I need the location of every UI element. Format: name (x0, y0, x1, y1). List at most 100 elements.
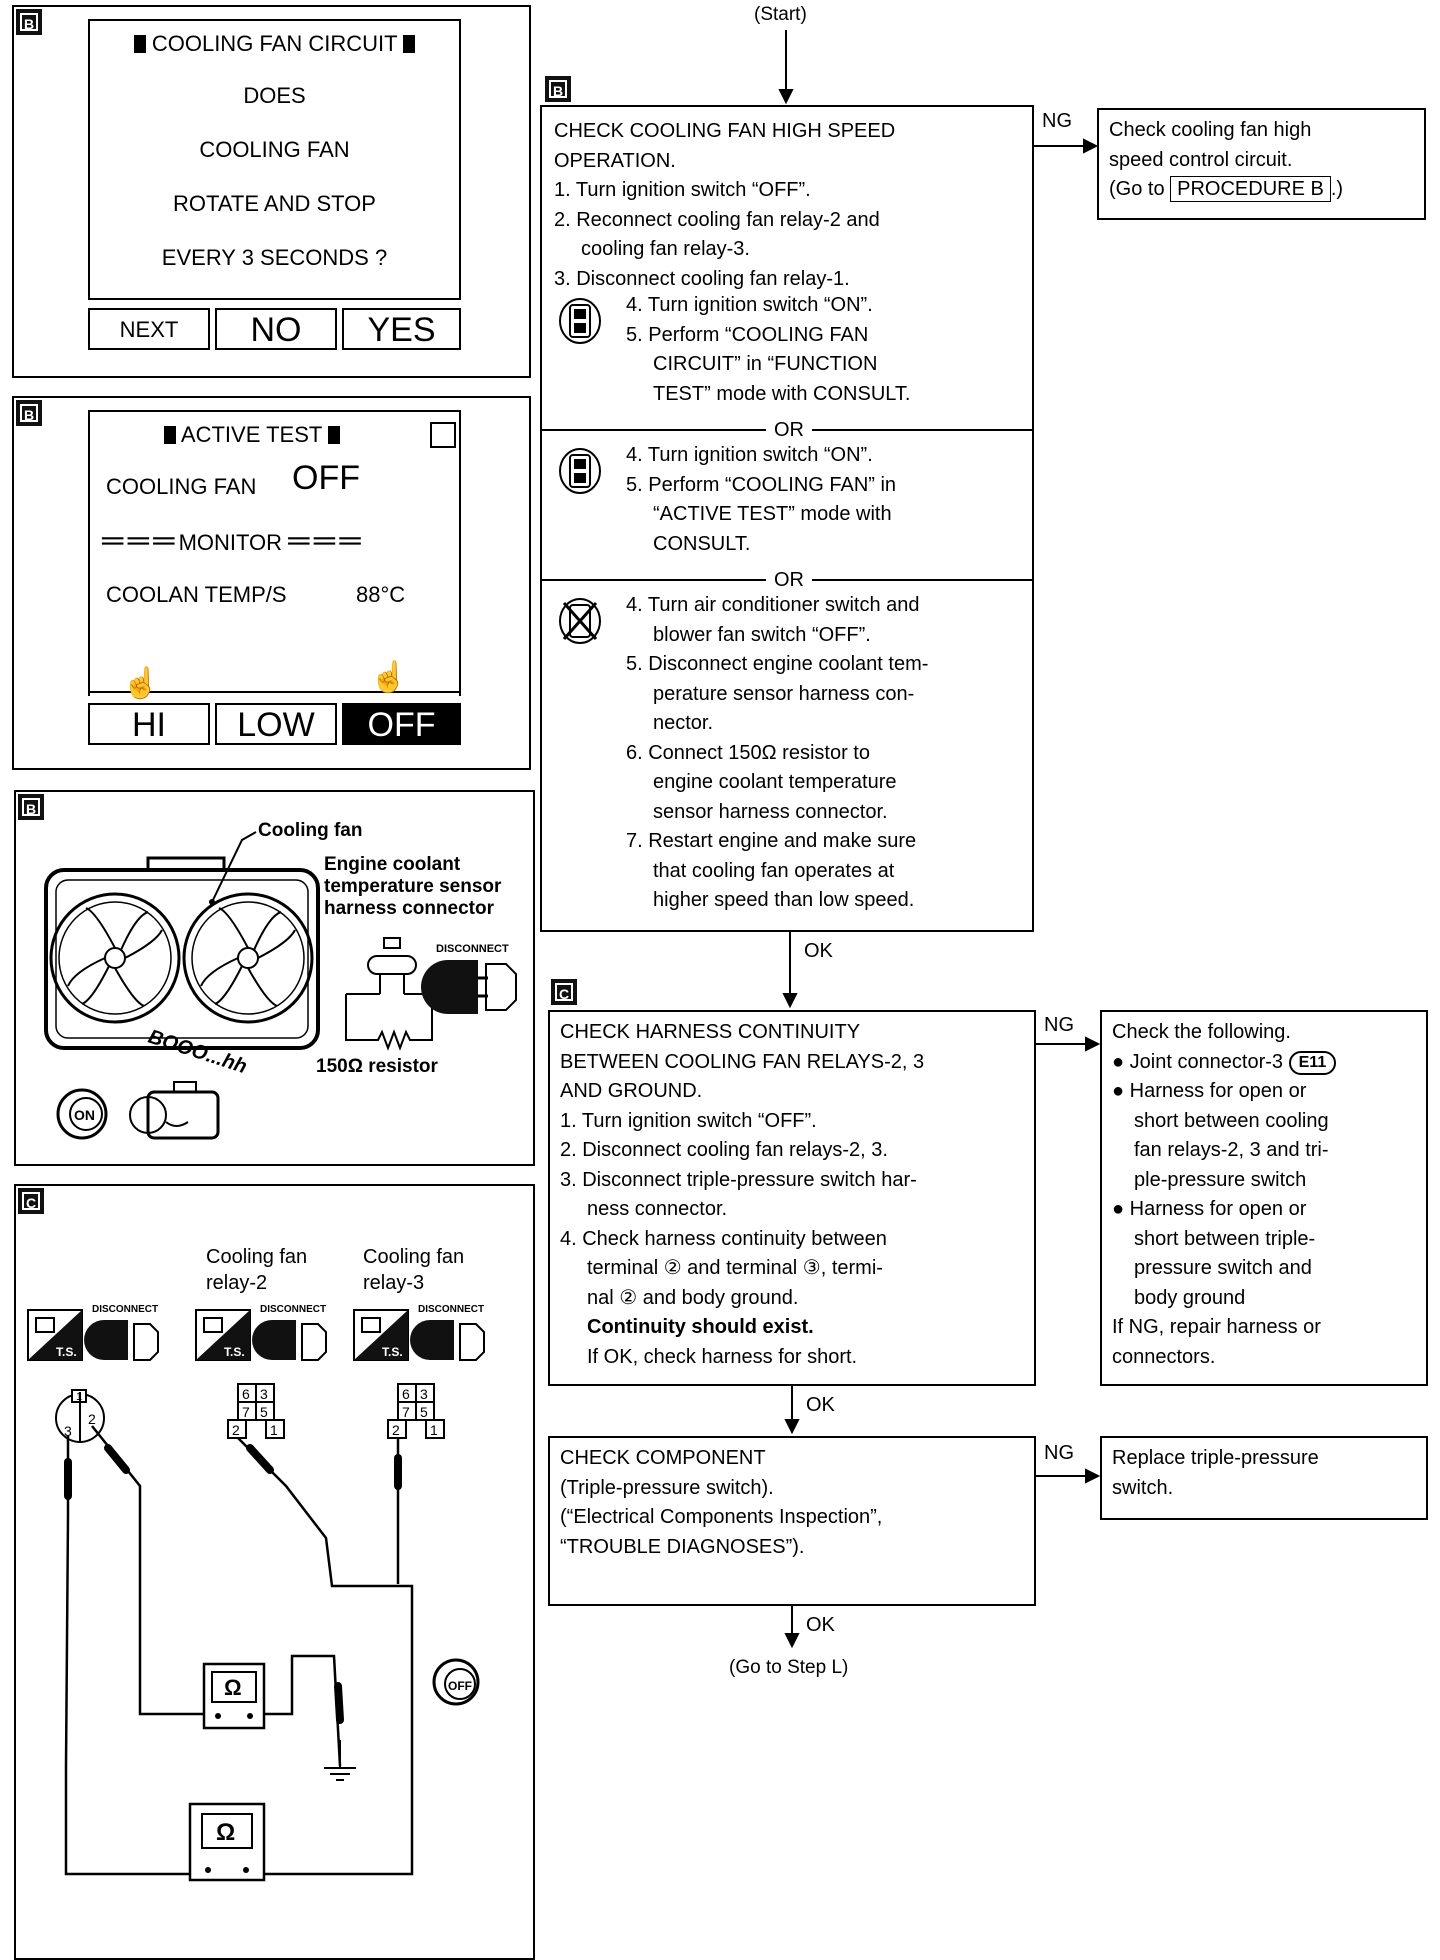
svg-text:3: 3 (64, 1423, 72, 1439)
option1-text: CIRCUIT” in “FUNCTION (653, 353, 878, 375)
active-test-title: ACTIVE TEST (164, 420, 341, 450)
svg-text:3: 3 (260, 1386, 268, 1402)
ok-label: OK (804, 940, 833, 962)
ok-label: OK (806, 1394, 835, 1416)
procedure-b-link[interactable]: PROCEDURE B (1170, 176, 1331, 202)
relay3-connector: 6 3 7 5 2 1 (387, 1383, 445, 1439)
step-c-tag: C (18, 1188, 44, 1214)
step-b-text: 2. Reconnect cooling fan relay-2 and (554, 208, 880, 231)
step-b-text: 3. Disconnect cooling fan relay-1. (554, 267, 850, 290)
ng-component-text: Replace triple-pressure (1112, 1447, 1319, 1469)
step-c-text: terminal ② and terminal ③, termi- (587, 1257, 883, 1279)
option3-text: 6. Connect 150Ω resistor to (626, 741, 870, 764)
consult-active-test-panel: B ACTIVE TEST COOLING FAN OFF ═ ═ ═ MONI… (12, 396, 531, 770)
svg-text:6: 6 (242, 1386, 250, 1402)
step-c-bold-text: Continuity should exist. (587, 1316, 814, 1338)
step-c-heading: AND GROUND. (560, 1080, 703, 1102)
off-button[interactable]: OFF (342, 703, 461, 745)
ts-disconnect-icon-set: T.S. DISCONNECT (353, 1304, 485, 1361)
ng-b-text: Check cooling fan high (1109, 119, 1312, 141)
step-b-box: CHECK COOLING FAN HIGH SPEED OPERATION. … (540, 105, 1034, 932)
resistor-label: 150Ω resistor (316, 1056, 438, 1077)
svg-text:6: 6 (402, 1386, 410, 1402)
ng-b-text: speed control circuit. (1109, 148, 1293, 171)
svg-text:Ω: Ω (216, 1819, 235, 1846)
or-label: OR (766, 416, 812, 446)
resistor-icon (345, 993, 433, 1051)
option2-text: “ACTIVE TEST” mode with (653, 503, 892, 525)
ignition-on-icon: ON (56, 1088, 108, 1140)
option1-text: TEST” mode with CONSULT. (653, 382, 911, 405)
step-b-tag: B (18, 794, 44, 820)
step-b-text: cooling fan relay-3. (581, 238, 750, 260)
temp-label: COOLAN TEMP/S (106, 582, 287, 607)
step-c-box: CHECK HARNESS CONTINUITY BETWEEN COOLING… (548, 1010, 1036, 1386)
svg-text:2: 2 (392, 1422, 400, 1438)
svg-text:2: 2 (88, 1411, 96, 1427)
end-label: (Go to Step L) (729, 1657, 849, 1678)
step-c-tag: C (551, 979, 577, 1005)
option3-text: sensor harness connector. (653, 800, 888, 823)
svg-text:3: 3 (420, 1386, 428, 1402)
step-b-tag: B (16, 400, 42, 426)
fan-value: OFF (292, 459, 360, 497)
active-test-screen: ACTIVE TEST COOLING FAN OFF ═ ═ ═ MONITO… (88, 410, 461, 696)
next-button[interactable]: NEXT (88, 308, 210, 350)
ng-c-text: If NG, repair harness or (1112, 1316, 1321, 1338)
option3-text: 7. Restart engine and make sure (626, 830, 917, 852)
component-text: “TROUBLE DIAGNOSES”). (560, 1535, 805, 1558)
screen-line: COOLING FAN (199, 137, 350, 162)
svg-text:OFF: OFF (448, 1679, 472, 1693)
ng-label: NG (1044, 1014, 1074, 1036)
ng-c-text: pressure switch and (1134, 1257, 1312, 1279)
screen-line: DOES (243, 83, 306, 108)
joint-connector-badge: E11 (1288, 1050, 1337, 1075)
option3-text: 5. Disconnect engine coolant tem- (626, 653, 929, 675)
consult-icon (559, 448, 601, 494)
ok-label: OK (806, 1614, 835, 1636)
sensor-label: Engine coolant (324, 854, 461, 875)
no-button[interactable]: NO (215, 308, 337, 350)
svg-text:DISCONNECT: DISCONNECT (418, 1304, 484, 1315)
continuity-wiring-diagram: T.S. DISCONNECT T.S. DISCONNECT T.S. DIS… (27, 1304, 485, 1882)
ignition-off-icon: OFF (432, 1658, 480, 1706)
relay2-label: relay-2 (206, 1272, 268, 1294)
monitor-label: ═ ═ ═ MONITOR ═ ═ ═ (102, 524, 361, 557)
step-c-heading: CHECK HARNESS CONTINUITY (560, 1021, 861, 1043)
low-button[interactable]: LOW (215, 703, 337, 745)
relay2-label: Cooling fan (206, 1246, 308, 1268)
checkbox[interactable] (430, 422, 456, 448)
ohmmeter-icon: Ω (188, 1802, 266, 1882)
screen-title: COOLING FAN CIRCUIT (90, 29, 459, 59)
option2-text: CONSULT. (653, 532, 751, 555)
harness-continuity-illustration-panel: C Cooling fan relay-2 Cooling fan relay-… (14, 1184, 535, 1960)
step-c-text: 3. Disconnect triple-pressure switch har… (560, 1168, 917, 1191)
option1-text: 4. Turn ignition switch “ON”. (626, 294, 873, 316)
step-c-text: 1. Turn ignition switch “OFF”. (560, 1109, 817, 1132)
start-label: (Start) (754, 4, 807, 25)
step-b-tag: B (545, 76, 571, 102)
svg-text:7: 7 (242, 1404, 250, 1420)
ng-c-text: body ground (1134, 1286, 1246, 1309)
ts-disconnect-icon-set: T.S. DISCONNECT (27, 1304, 159, 1361)
svg-text:DISCONNECT: DISCONNECT (436, 943, 509, 955)
ng-c-text: connectors. (1112, 1345, 1216, 1368)
option3-text: that cooling fan operates at (653, 859, 895, 882)
ground-icon (324, 1740, 356, 1781)
yes-button[interactable]: YES (342, 308, 461, 350)
cooling-fan-label: Cooling fan (258, 820, 363, 841)
ts-disconnect-icon-set: T.S. DISCONNECT (195, 1304, 327, 1361)
relay3-label: Cooling fan (363, 1246, 465, 1268)
ng-c-text: ple-pressure switch (1134, 1168, 1307, 1191)
svg-text:T.S.: T.S. (382, 1345, 403, 1359)
svg-text:5: 5 (420, 1404, 428, 1420)
hi-button[interactable]: HI (88, 703, 210, 745)
check-component-box: CHECK COMPONENT (Triple-pressure switch)… (548, 1436, 1036, 1606)
or-label: OR (766, 566, 812, 596)
option1-text: 5. Perform “COOLING FAN (626, 323, 869, 346)
option3-text: 4. Turn air conditioner switch and (626, 594, 920, 616)
consult-function-test-panel: B COOLING FAN CIRCUIT DOES COOLING FAN R… (12, 5, 531, 378)
consult-icon (559, 298, 601, 344)
engine-icon (129, 1081, 220, 1140)
ng-b-text: (Go to PROCEDURE B.) (1109, 176, 1344, 202)
